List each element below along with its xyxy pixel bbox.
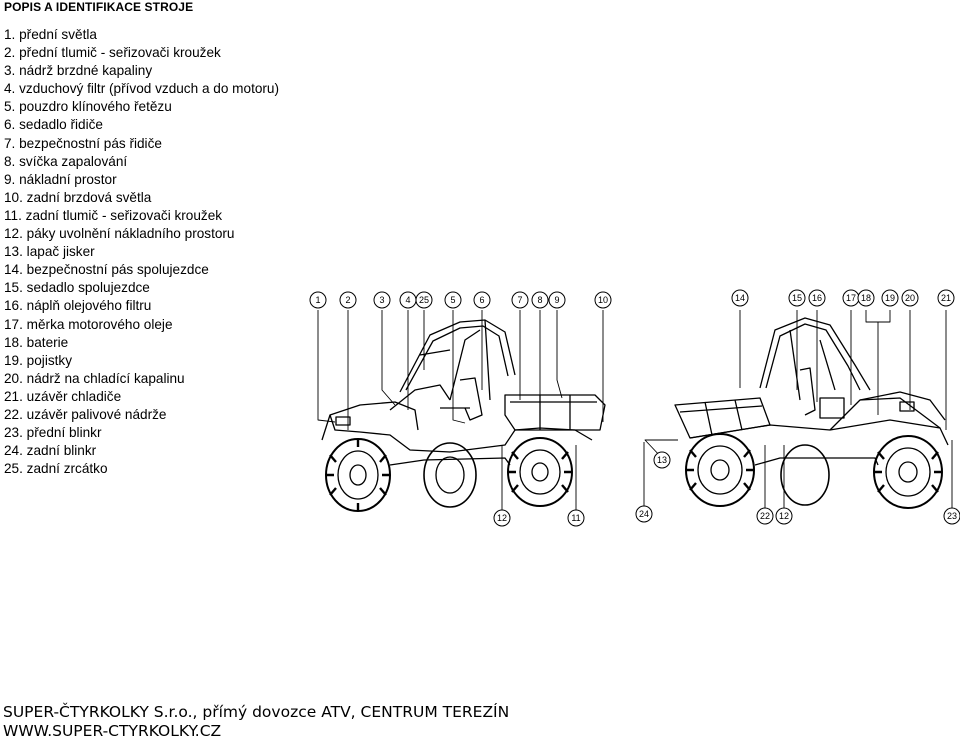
list-item: 11. zadní tlumič - seřizovači kroužek bbox=[4, 207, 223, 223]
svg-text:21: 21 bbox=[941, 293, 951, 303]
svg-text:23: 23 bbox=[947, 511, 957, 521]
list-item: 24. zadní blinkr bbox=[4, 443, 97, 459]
vehicle-right-view bbox=[643, 310, 953, 510]
list-item: 19. pojistky bbox=[4, 352, 73, 368]
footer-website: WWW.SUPER-CTYRKOLKY.CZ bbox=[3, 722, 222, 740]
callout-4: 4 bbox=[399, 291, 417, 309]
callout-3: 3 bbox=[373, 291, 391, 309]
list-item: 22. uzávěr palivové nádrže bbox=[4, 406, 167, 422]
vehicle-diagram: 1 2 3 4 25 5 6 7 8 9 10 12 11 14 15 16 1… bbox=[309, 289, 960, 527]
list-item: 2. přední tlumič - seřizovači kroužek bbox=[4, 45, 221, 61]
list-item: 3. nádrž brzdné kapaliny bbox=[4, 63, 153, 79]
list-item: 9. nákladní prostor bbox=[4, 171, 117, 187]
list-item: 23. přední blinkr bbox=[4, 425, 102, 441]
callout-21: 21 bbox=[937, 289, 955, 307]
list-item: 20. nádrž na chladící kapalinu bbox=[4, 370, 185, 386]
svg-text:13: 13 bbox=[657, 455, 667, 465]
svg-text:17: 17 bbox=[846, 293, 856, 303]
callout-11: 11 bbox=[567, 509, 585, 527]
list-item: 17. měrka motorového oleje bbox=[4, 316, 173, 332]
svg-text:4: 4 bbox=[405, 295, 410, 305]
callout-9: 9 bbox=[548, 291, 566, 309]
svg-text:14: 14 bbox=[735, 293, 745, 303]
callout-8: 8 bbox=[531, 291, 549, 309]
svg-text:25: 25 bbox=[419, 295, 429, 305]
list-item: 21. uzávěr chladiče bbox=[4, 388, 122, 404]
svg-text:11: 11 bbox=[571, 513, 580, 523]
callout-24: 24 bbox=[635, 505, 653, 523]
list-item: 25. zadní zrcátko bbox=[4, 461, 108, 477]
list-item: 10. zadní brzdová světla bbox=[4, 189, 152, 205]
svg-text:22: 22 bbox=[760, 511, 770, 521]
list-item: 12. páky uvolnění nákladního prostoru bbox=[4, 226, 235, 242]
svg-text:1: 1 bbox=[315, 295, 320, 305]
footer-company: SUPER-ČTYRKOLKY S.r.o., přímý dovozce AT… bbox=[3, 703, 510, 721]
callout-18: 18 bbox=[857, 289, 875, 307]
callout-16: 16 bbox=[808, 289, 826, 307]
list-item: 14. bezpečnostní pás spolujezdce bbox=[4, 262, 209, 278]
svg-text:10: 10 bbox=[598, 295, 608, 305]
svg-text:6: 6 bbox=[479, 295, 484, 305]
vehicle-left-view bbox=[317, 310, 606, 512]
callout-12: 12 bbox=[493, 509, 511, 527]
callout-22: 22 bbox=[756, 507, 774, 525]
svg-text:15: 15 bbox=[792, 293, 802, 303]
list-item: 6. sedadlo řidiče bbox=[4, 117, 103, 133]
list-item: 4. vzduchový filtr (přívod vzduch a do m… bbox=[4, 81, 280, 97]
list-item: 5. pouzdro klínového řetězu bbox=[4, 99, 172, 115]
list-item: 15. sedadlo spolujezdce bbox=[4, 280, 150, 296]
callout-23: 23 bbox=[943, 507, 960, 525]
callout-20: 20 bbox=[901, 289, 919, 307]
svg-text:9: 9 bbox=[554, 295, 559, 305]
svg-text:18: 18 bbox=[861, 293, 871, 303]
svg-text:24: 24 bbox=[639, 509, 649, 519]
svg-text:19: 19 bbox=[885, 293, 895, 303]
page-title: POPIS A IDENTIFIKACE STROJE bbox=[4, 0, 194, 14]
callout-1: 1 bbox=[309, 291, 327, 309]
list-item: 18. baterie bbox=[4, 334, 69, 350]
svg-text:12: 12 bbox=[779, 511, 789, 521]
callout-10: 10 bbox=[594, 291, 612, 309]
callout-25: 25 bbox=[415, 291, 433, 309]
svg-text:7: 7 bbox=[517, 295, 522, 305]
callout-12-right: 12 bbox=[775, 507, 793, 525]
svg-text:16: 16 bbox=[812, 293, 822, 303]
callout-13: 13 bbox=[653, 451, 671, 469]
callout-14: 14 bbox=[731, 289, 749, 307]
svg-text:5: 5 bbox=[450, 295, 455, 305]
svg-text:20: 20 bbox=[905, 293, 915, 303]
callout-15: 15 bbox=[788, 289, 806, 307]
callout-7: 7 bbox=[511, 291, 529, 309]
svg-text:3: 3 bbox=[379, 295, 384, 305]
callout-19: 19 bbox=[881, 289, 899, 307]
parts-list: 1. přední světla 2. přední tlumič - seři… bbox=[4, 26, 279, 478]
callout-2: 2 bbox=[339, 291, 357, 309]
list-item: 16. náplň olejového filtru bbox=[4, 298, 152, 314]
callout-17: 17 bbox=[842, 289, 860, 307]
callout-5: 5 bbox=[444, 291, 462, 309]
callout-6: 6 bbox=[473, 291, 491, 309]
svg-text:8: 8 bbox=[537, 295, 542, 305]
svg-text:2: 2 bbox=[345, 295, 350, 305]
list-item: 7. bezpečnostní pás řidiče bbox=[4, 135, 162, 151]
list-item: 8. svíčka zapalování bbox=[4, 153, 128, 169]
list-item: 1. přední světla bbox=[4, 27, 97, 42]
svg-text:12: 12 bbox=[497, 513, 507, 523]
list-item: 13. lapač jisker bbox=[4, 244, 95, 260]
